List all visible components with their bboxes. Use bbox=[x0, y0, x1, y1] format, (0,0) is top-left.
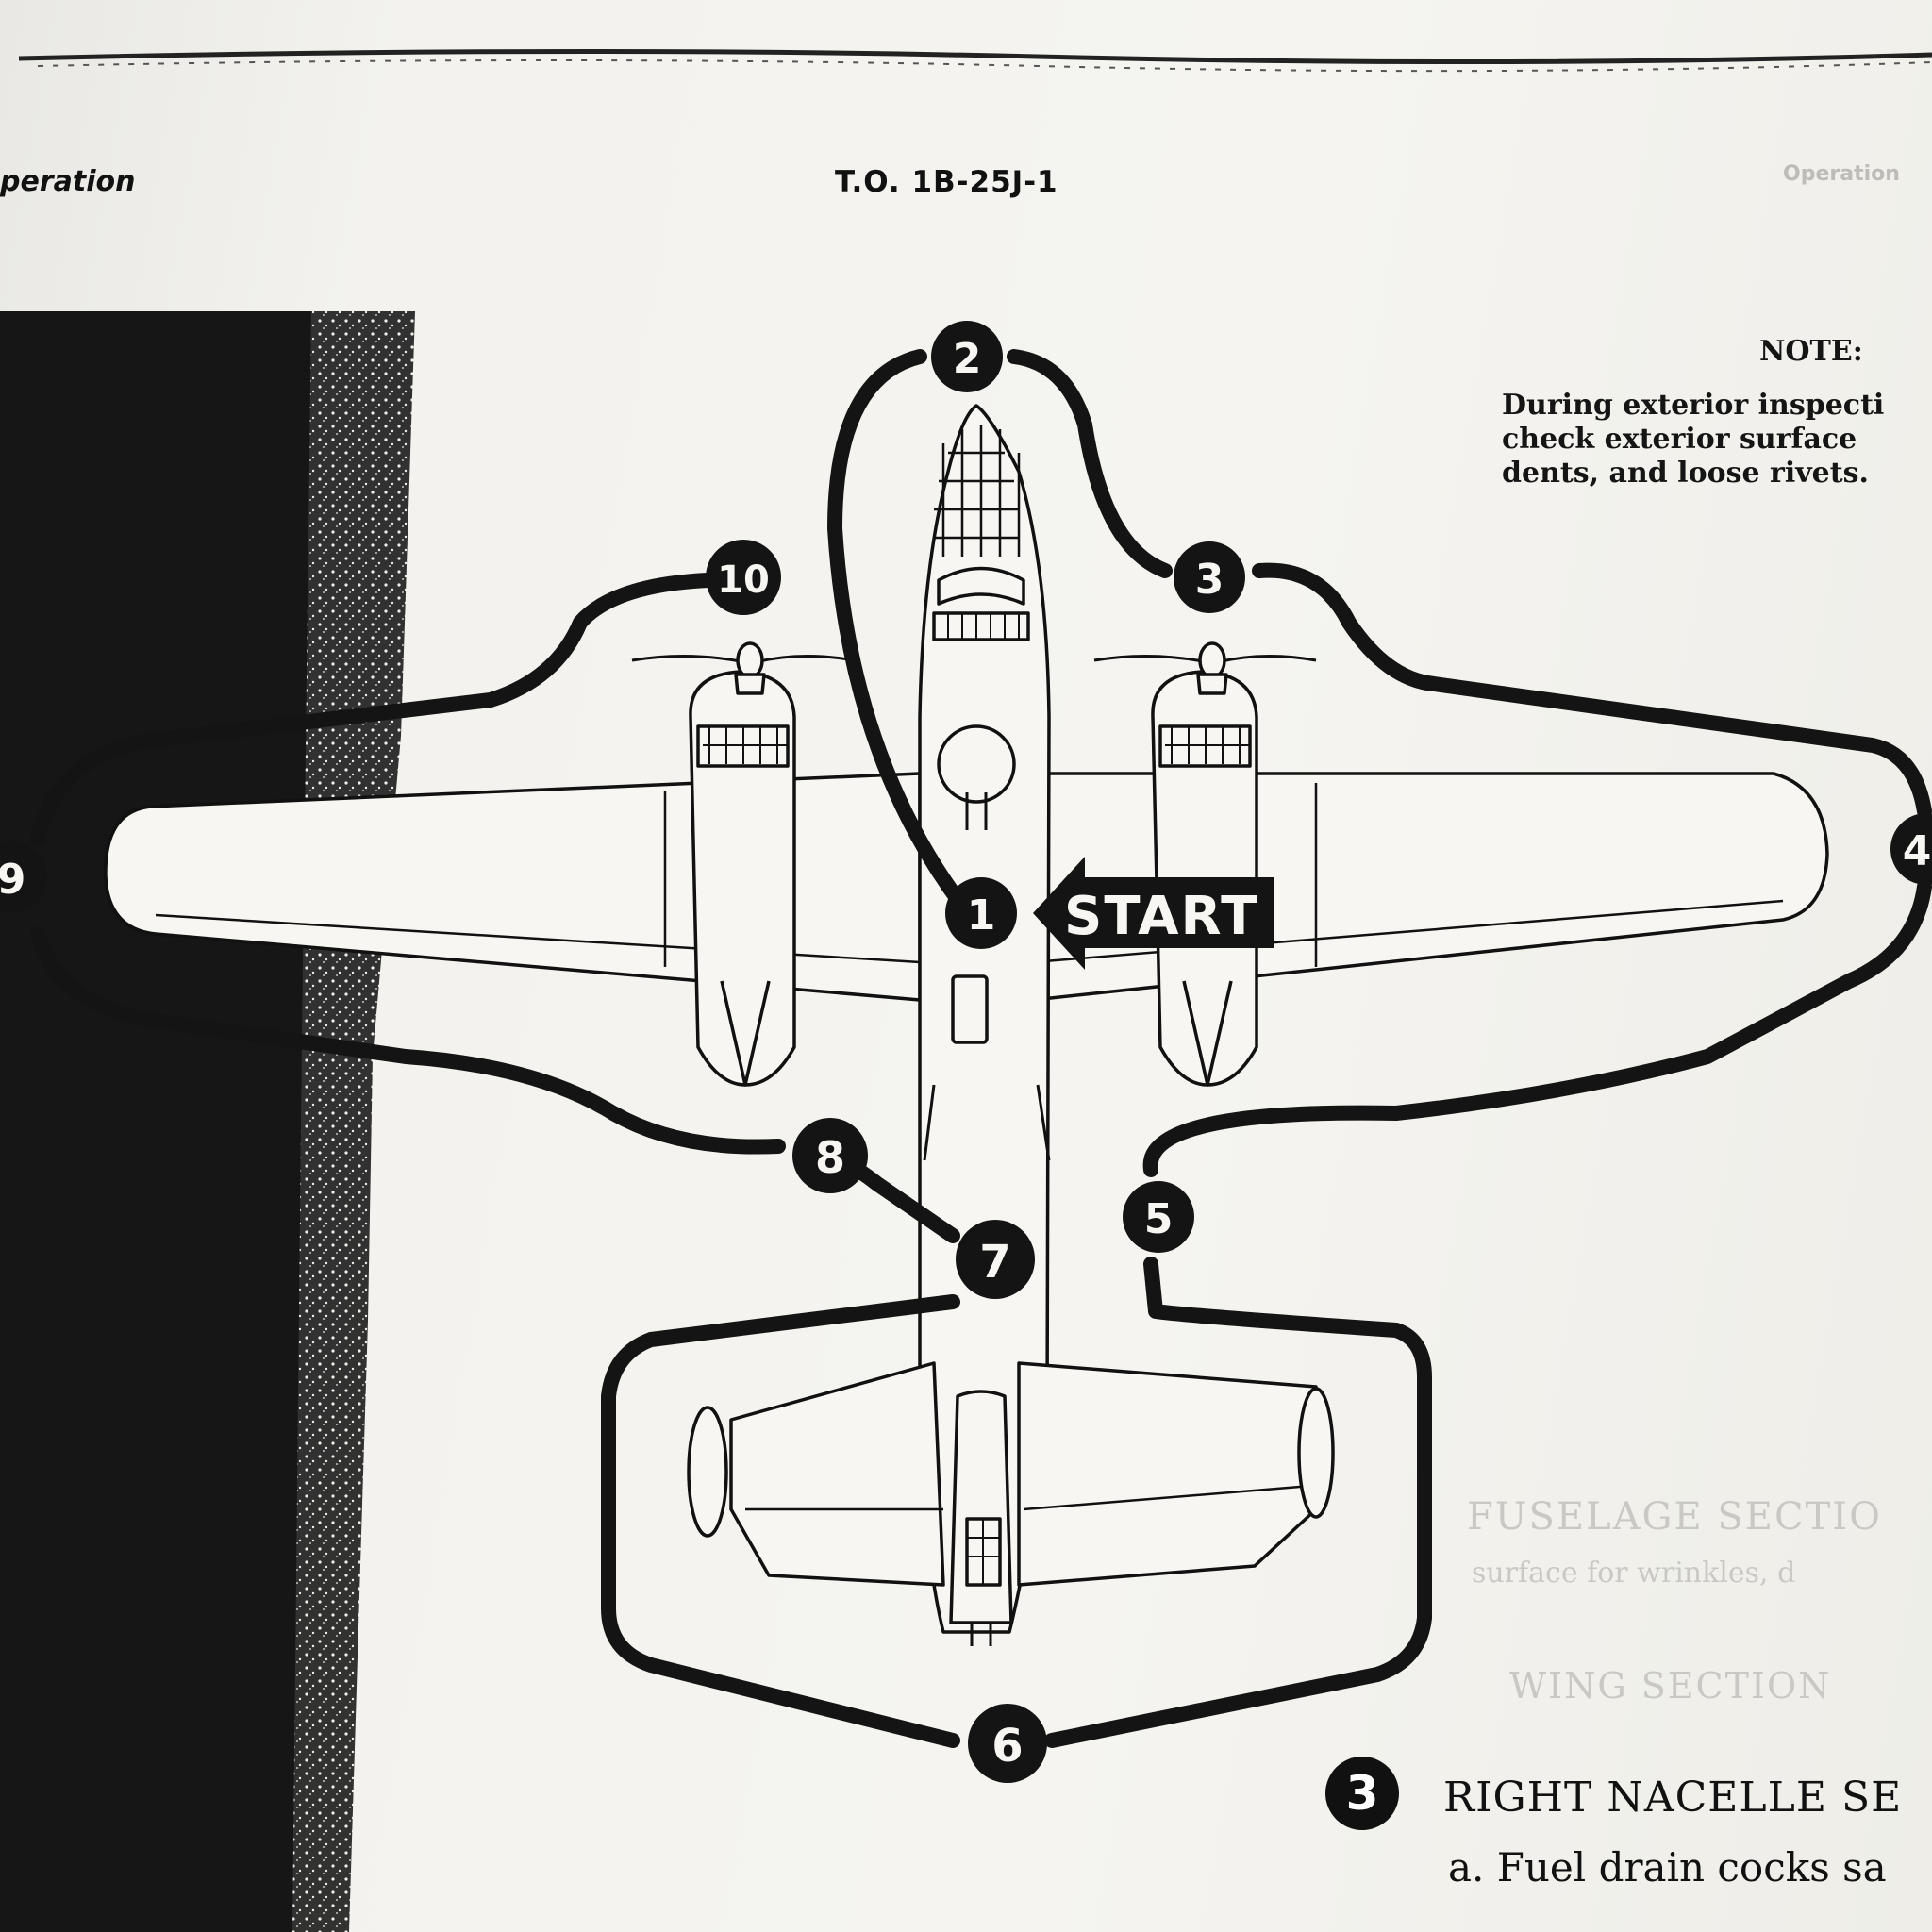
left-fin bbox=[687, 1406, 728, 1538]
checkpoint-7: 7 bbox=[956, 1220, 1035, 1299]
checkpoint-2: 2 bbox=[931, 321, 1003, 392]
checkpoint-10: 10 bbox=[706, 540, 781, 615]
page-edge-shadow bbox=[0, 311, 415, 1932]
checkpoint-1: 1 bbox=[945, 877, 1017, 949]
note-title: NOTE: bbox=[1759, 335, 1863, 368]
svg-text:5: 5 bbox=[1144, 1195, 1174, 1243]
svg-text:9: 9 bbox=[0, 856, 25, 904]
svg-text:3: 3 bbox=[1195, 556, 1224, 604]
faint-heading: WING SECTION bbox=[1509, 1665, 1832, 1707]
checkpoint-9: 9 bbox=[0, 841, 47, 913]
header-tech-order: T.O. 1B-25J-1 bbox=[835, 165, 1058, 199]
checkpoint-8: 8 bbox=[792, 1118, 868, 1193]
start-label: START bbox=[1064, 886, 1258, 947]
checkpoint-5: 5 bbox=[1123, 1181, 1194, 1253]
right-fin bbox=[1297, 1387, 1335, 1519]
faint-line: surface for wrinkles, d bbox=[1472, 1557, 1796, 1590]
section-number-badge: 3 bbox=[1325, 1757, 1399, 1830]
checkpoint-3: 3 bbox=[1174, 541, 1245, 613]
note-line: check exterior surface bbox=[1502, 423, 1857, 456]
svg-text:6: 6 bbox=[991, 1720, 1023, 1773]
svg-text:2: 2 bbox=[953, 335, 982, 383]
svg-text:8: 8 bbox=[815, 1132, 845, 1183]
section-title: RIGHT NACELLE SE bbox=[1443, 1774, 1903, 1822]
note-line: During exterior inspecti bbox=[1502, 389, 1885, 422]
page-top-edge bbox=[18, 48, 1932, 65]
checkpoint-4: 4 bbox=[1890, 813, 1932, 885]
svg-text:10: 10 bbox=[717, 558, 770, 602]
note-body: During exterior inspecti check exterior … bbox=[1502, 389, 1932, 491]
svg-text:4: 4 bbox=[1903, 827, 1932, 875]
svg-text:7: 7 bbox=[979, 1236, 1010, 1289]
note-line: dents, and loose rivets. bbox=[1502, 457, 1869, 490]
header-faint-label: Operation bbox=[1783, 162, 1900, 186]
section-item: a. Fuel drain cocks sa bbox=[1448, 1844, 1887, 1890]
aircraft-outline bbox=[104, 404, 1829, 1646]
start-arrow: START bbox=[1033, 857, 1274, 970]
checkpoints: 1 2 3 4 5 6 7 bbox=[0, 321, 1932, 1783]
faint-heading: FUSELAGE SECTIO bbox=[1467, 1495, 1882, 1539]
header-section-label: peration bbox=[0, 165, 136, 198]
horizontal-stabilizer bbox=[729, 1361, 945, 1587]
svg-text:1: 1 bbox=[967, 891, 996, 940]
checkpoint-6: 6 bbox=[968, 1704, 1047, 1783]
